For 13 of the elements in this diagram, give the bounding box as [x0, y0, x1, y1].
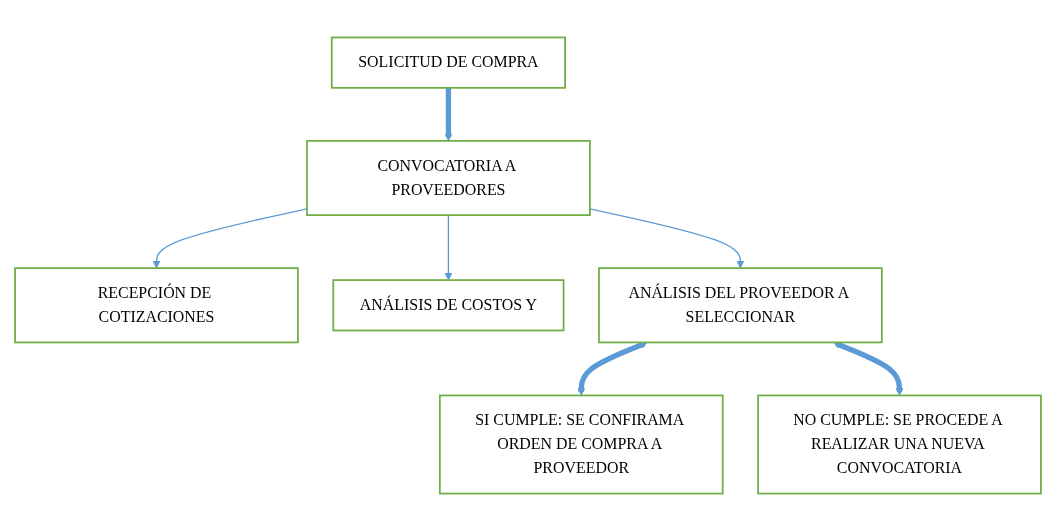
- node-box: RECEPCIÓN DE COTIZACIONES: [14, 267, 299, 344]
- arrow: [444, 87, 453, 142]
- node-box: NO CUMPLE: SE PROCEDE A REALIZAR UNA NUEVA CONVOCATORIA: [757, 394, 1042, 495]
- arrow: [589, 208, 745, 269]
- node-box: SOLICITUD DE COMPRA: [330, 36, 566, 89]
- arrow: [444, 214, 453, 281]
- arrow: [152, 208, 308, 269]
- node-box: ANÁLISIS DE COSTOS Y: [332, 279, 565, 332]
- arrow: [833, 341, 904, 396]
- node-box: SI CUMPLE: SE CONFIRAMA ORDEN DE COMPRA A PROVEEDOR: [438, 394, 724, 495]
- node-box: CONVOCATORIA A PROVEEDORES: [306, 139, 591, 216]
- arrow: [577, 341, 648, 396]
- node-box: ANÁLISIS DEL PROVEEDOR A SELECCIONAR: [598, 267, 883, 344]
